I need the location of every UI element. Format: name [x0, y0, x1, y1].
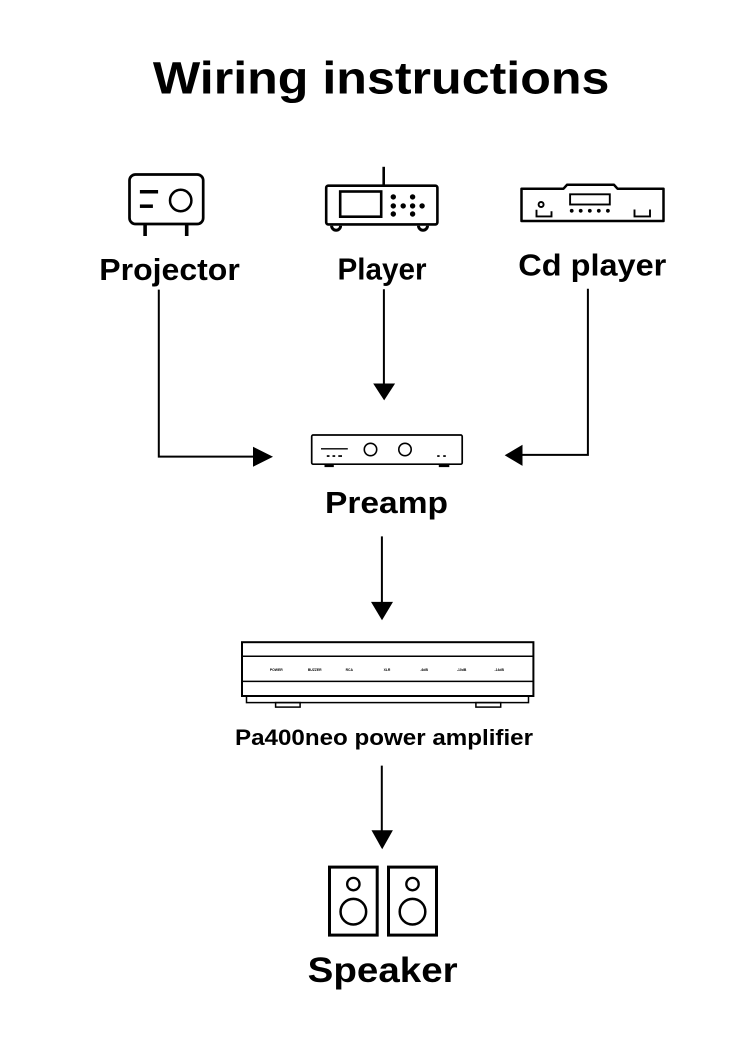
svg-text:-14dB: -14dB	[494, 668, 504, 672]
svg-text:Cd player: Cd player	[518, 249, 666, 283]
svg-text:BUZZER: BUZZER	[308, 668, 322, 672]
svg-text:Wiring instructions: Wiring instructions	[153, 53, 610, 104]
svg-text:Speaker: Speaker	[308, 951, 458, 990]
svg-text:Pa400neo power amplifier: Pa400neo power amplifier	[235, 725, 533, 750]
svg-text:Player: Player	[338, 252, 427, 286]
svg-text:POWER: POWER	[270, 668, 283, 672]
svg-text:-6dB: -6dB	[420, 668, 428, 672]
svg-text:RCA: RCA	[346, 668, 354, 672]
svg-text:Preamp: Preamp	[325, 486, 448, 520]
svg-text:-10dB: -10dB	[457, 668, 467, 672]
svg-text:Projector: Projector	[99, 253, 240, 287]
svg-text:XLR: XLR	[384, 668, 391, 672]
